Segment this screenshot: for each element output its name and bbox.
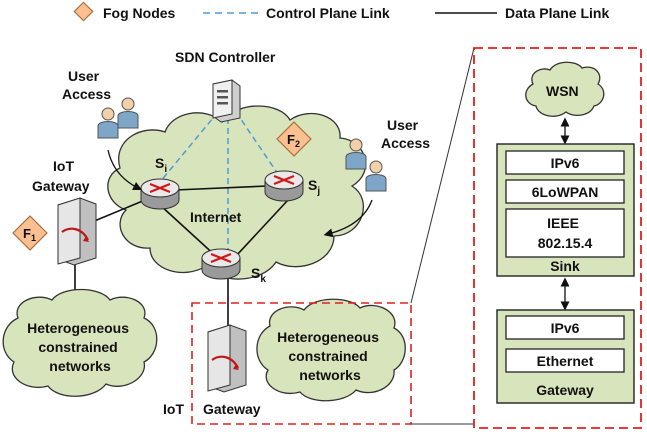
control-plane-links bbox=[159, 111, 283, 255]
user-access-left-arrow bbox=[107, 149, 143, 191]
sdn-controller-label: SDN Controller bbox=[175, 49, 276, 65]
detail-panel-box bbox=[473, 47, 642, 429]
sink-layer-ipv6 bbox=[505, 150, 625, 175]
gateway-label: Gateway bbox=[536, 382, 594, 398]
gateway-layer-ipv6 bbox=[505, 315, 625, 340]
legend-fog-nodes: Fog Nodes bbox=[103, 5, 176, 21]
wsn-label: WSN bbox=[546, 83, 579, 99]
iot-gateway-bottom-icon bbox=[207, 324, 247, 393]
legend: Fog Nodes Control Plane Link Data Plane … bbox=[73, 1, 609, 22]
gateway-layer-ethernet-label: Ethernet bbox=[537, 353, 594, 369]
switch-si-label: Si bbox=[155, 155, 167, 175]
fog-node-f1-icon bbox=[12, 215, 48, 251]
user-access-right-label: User Access bbox=[381, 117, 430, 151]
switch-si-icon bbox=[140, 178, 180, 210]
user-access-right-arrow bbox=[323, 199, 373, 238]
sink-layer-6lowpan-label: 6LoWPAN bbox=[532, 184, 599, 200]
sink-layer-6lowpan bbox=[505, 179, 625, 204]
iot-gateway-left-label: IoT Gateway bbox=[32, 158, 90, 194]
switch-sj-label: Sj bbox=[308, 177, 320, 197]
user-access-left-icon bbox=[97, 97, 139, 139]
hetero-network-left-label: Heterogeneous constrained networks bbox=[27, 320, 133, 374]
wsn-cloud bbox=[525, 61, 605, 117]
internet-label: Internet bbox=[190, 209, 242, 225]
iot-gateway-left-icon bbox=[57, 197, 97, 266]
fog-node-f2-icon bbox=[276, 121, 312, 157]
fog-node-f1-label: F1 bbox=[23, 226, 36, 243]
iot-gateway-bottom-label: IoT Gateway bbox=[163, 401, 261, 417]
user-access-left-label: User Access bbox=[62, 68, 111, 102]
gateway-layer-ipv6-label: IPv6 bbox=[551, 320, 580, 336]
sink-layer-ipv6-label: IPv6 bbox=[551, 155, 580, 171]
hetero-network-left-cloud bbox=[2, 288, 158, 397]
sink-layer-ieee bbox=[505, 208, 625, 258]
hetero-network-right-cloud bbox=[256, 298, 406, 402]
zoom-highlight-box bbox=[191, 302, 412, 425]
legend-control-plane-link: Control Plane Link bbox=[266, 5, 390, 21]
switch-sk-icon bbox=[201, 248, 241, 280]
user-access-right-icon bbox=[345, 138, 387, 192]
sink-layer-ieee-label: IEEE 802.15.4 bbox=[538, 215, 593, 251]
hetero-network-right-label: Heterogeneous constrained networks bbox=[277, 329, 383, 383]
fog-node-legend-icon bbox=[73, 1, 94, 22]
legend-data-plane-link: Data Plane Link bbox=[505, 5, 609, 21]
zoom-connector-top bbox=[410, 47, 475, 304]
switch-sk-label: Sk bbox=[251, 265, 266, 285]
sdn-controller-server bbox=[212, 79, 241, 123]
sink-label: Sink bbox=[550, 258, 580, 274]
switch-sj-icon bbox=[264, 170, 304, 202]
gateway-layer-ethernet bbox=[505, 348, 625, 373]
fog-node-f2-label: F2 bbox=[287, 132, 300, 149]
